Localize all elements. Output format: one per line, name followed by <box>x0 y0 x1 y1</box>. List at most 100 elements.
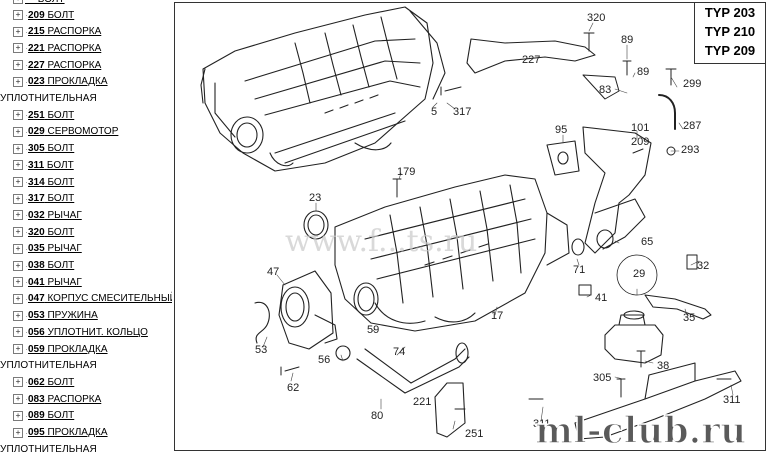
part-number: 056 <box>28 326 45 338</box>
part-list-item[interactable]: +·035 РЫЧАГ <box>13 241 82 257</box>
expand-icon[interactable]: + <box>13 143 23 154</box>
expand-icon[interactable]: + <box>13 310 23 321</box>
part-list-item[interactable]: +·056 УПЛОТНИТ. КОЛЬЦО <box>13 324 148 340</box>
part-name: РЫЧАГ <box>47 209 82 221</box>
part-link[interactable]: 314 БОЛТ <box>28 177 74 188</box>
expand-icon[interactable]: + <box>13 277 23 288</box>
parts-list-panel: +··· БОЛТ+·209 БОЛТ+·215 РАСПОРКА+·221 Р… <box>0 0 172 453</box>
expand-icon[interactable]: + <box>13 377 23 388</box>
expand-icon[interactable]: + <box>13 126 23 137</box>
part-list-item[interactable]: +·095 ПРОКЛАДКА <box>13 425 108 441</box>
part-number: 305 <box>28 143 45 155</box>
expand-icon[interactable]: + <box>13 260 23 271</box>
part-link[interactable]: 062 БОЛТ <box>28 377 74 388</box>
part-link[interactable]: 095 ПРОКЛАДКА <box>28 427 108 438</box>
part-link[interactable]: 035 РЫЧАГ <box>28 243 82 254</box>
part-link[interactable]: 038 БОЛТ <box>28 260 74 271</box>
part-list-item[interactable]: +·221 РАСПОРКА <box>13 40 101 56</box>
part-list-item[interactable]: +·059 ПРОКЛАДКА <box>13 341 108 357</box>
part-list-item[interactable]: +·215 РАСПОРКА <box>13 24 101 40</box>
part-name: КОРПУС СМЕСИТЕЛЬНЫЙ <box>47 293 172 305</box>
part-link[interactable]: 251 БОЛТ <box>28 110 74 121</box>
part-link[interactable]: 059 ПРОКЛАДКА <box>28 344 108 355</box>
callout-number: 311 <box>533 418 551 430</box>
part-link[interactable]: 047 КОРПУС СМЕСИТЕЛЬНЫЙ <box>28 293 172 304</box>
tree-connector: · <box>25 243 28 254</box>
part-link[interactable]: 041 РЫЧАГ <box>28 277 82 288</box>
part-list-item[interactable]: +·038 БОЛТ <box>13 258 74 274</box>
part-list-item[interactable]: +·305 БОЛТ <box>13 141 74 157</box>
expand-icon[interactable]: + <box>13 26 23 37</box>
expand-icon[interactable]: + <box>13 243 23 254</box>
part-list-item[interactable]: +·089 БОЛТ <box>13 408 74 424</box>
tree-connector: · <box>25 126 28 137</box>
list-item-partial[interactable]: +··· БОЛТ <box>13 0 65 7</box>
expand-icon[interactable]: + <box>13 110 23 121</box>
callout-number: 56 <box>318 354 330 366</box>
bolts <box>280 32 732 410</box>
part-number: 047 <box>28 293 45 305</box>
part-link[interactable]: 320 БОЛТ <box>28 227 74 238</box>
expand-icon[interactable]: + <box>13 227 23 238</box>
part-list-item[interactable]: +·062 БОЛТ <box>13 374 74 390</box>
expand-icon[interactable]: + <box>13 0 23 4</box>
expand-icon[interactable]: + <box>13 43 23 54</box>
part-list-item[interactable]: +·311 БОЛТ <box>13 157 74 173</box>
callout-number: 320 <box>587 12 605 24</box>
tree-connector: · <box>25 210 28 221</box>
expand-icon[interactable]: + <box>13 394 23 405</box>
part-link[interactable]: 305 БОЛТ <box>28 143 74 154</box>
callout-number: 5 <box>431 106 437 118</box>
part-number: 029 <box>28 126 45 138</box>
part-list-item[interactable]: +·227 РАСПОРКА <box>13 57 101 73</box>
part-link[interactable]: 053 ПРУЖИНА <box>28 310 98 321</box>
part-link[interactable]: 056 УПЛОТНИТ. КОЛЬЦО <box>28 327 148 338</box>
part-link[interactable]: 227 РАСПОРКА <box>28 60 101 71</box>
group-label: УПЛОТНИТЕЛЬНАЯ <box>0 441 97 453</box>
expand-icon[interactable]: + <box>13 160 23 171</box>
part-name: ПРОКЛАДКА <box>47 343 108 355</box>
part-list-item[interactable]: +·314 БОЛТ <box>13 174 74 190</box>
part-list-item[interactable]: +·317 БОЛТ <box>13 191 74 207</box>
part-list-item[interactable]: +·209 БОЛТ <box>13 7 74 23</box>
part-link[interactable]: 221 РАСПОРКА <box>28 43 101 54</box>
part-link[interactable]: 215 РАСПОРКА <box>28 26 101 37</box>
expand-icon[interactable]: + <box>13 60 23 71</box>
expand-icon[interactable]: + <box>13 76 23 87</box>
tree-connector: · <box>25 410 28 421</box>
part-link[interactable]: 209 БОЛТ <box>28 10 74 21</box>
expand-icon[interactable]: + <box>13 427 23 438</box>
part-link[interactable]: 023 ПРОКЛАДКА <box>28 76 108 87</box>
tree-connector: · <box>25 43 28 54</box>
lower-intake-manifold <box>334 174 570 332</box>
part-number: 083 <box>28 393 45 405</box>
expand-icon[interactable]: + <box>13 410 23 421</box>
part-list-item[interactable]: +·023 ПРОКЛАДКА <box>13 74 108 90</box>
part-link[interactable]: ··· БОЛТ <box>25 0 65 5</box>
part-list-item[interactable]: +·320 БОЛТ <box>13 224 74 240</box>
expand-icon[interactable]: + <box>13 293 23 304</box>
part-list-item[interactable]: +·047 КОРПУС СМЕСИТЕЛЬНЫЙ <box>13 291 172 307</box>
expand-icon[interactable]: + <box>13 210 23 221</box>
part-link[interactable]: 311 БОЛТ <box>28 160 74 171</box>
part-list-item[interactable]: +·083 РАСПОРКА <box>13 391 101 407</box>
part-link[interactable]: 029 СЕРВОМОТОР <box>28 126 118 137</box>
part-list-item[interactable]: +·032 РЫЧАГ <box>13 207 82 223</box>
part-list-item[interactable]: +·251 БОЛТ <box>13 107 74 123</box>
expand-icon[interactable]: + <box>13 193 23 204</box>
watermark-center: www.f...ts.ru <box>285 224 477 259</box>
gasket-59 <box>353 282 379 316</box>
expand-icon[interactable]: + <box>13 344 23 354</box>
expand-icon[interactable]: + <box>13 327 23 338</box>
part-list-item[interactable]: +·029 СЕРВОМОТОР <box>13 124 118 140</box>
callout-number: 251 <box>465 428 483 440</box>
expand-icon[interactable]: + <box>13 177 23 187</box>
part-list-item[interactable]: +·041 РЫЧАГ <box>13 274 82 290</box>
expand-icon[interactable]: + <box>13 10 23 20</box>
part-list-item[interactable]: +·053 ПРУЖИНА <box>13 308 98 324</box>
part-link[interactable]: 317 БОЛТ <box>28 193 74 204</box>
callout-number: 29 <box>633 268 645 280</box>
part-link[interactable]: 032 РЫЧАГ <box>28 210 82 221</box>
part-link[interactable]: 089 БОЛТ <box>28 410 74 421</box>
part-link[interactable]: 083 РАСПОРКА <box>28 394 101 405</box>
